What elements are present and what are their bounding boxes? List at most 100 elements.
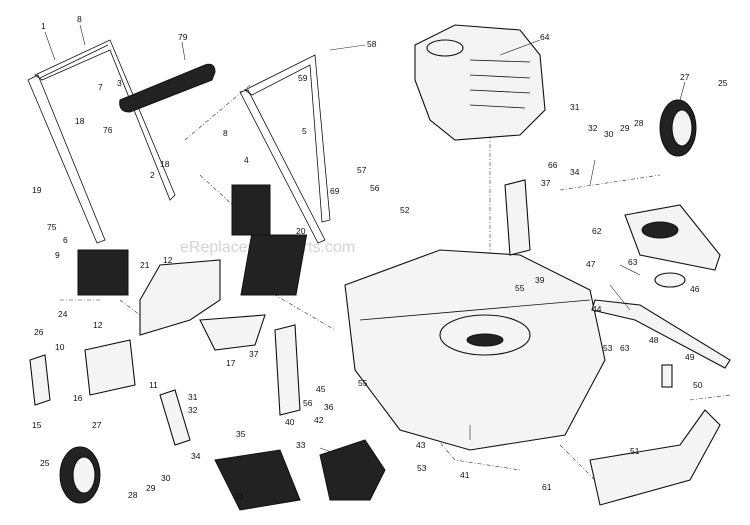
- callout-12: 12: [93, 320, 103, 330]
- callout-41: 41: [460, 470, 470, 480]
- wheels: [59, 99, 697, 504]
- callout-labels: 1 8 7 3 79 58 59 64 27 25 18 76 18 2 19 …: [32, 14, 728, 501]
- callout-30: 30: [604, 129, 614, 139]
- callout-64: 64: [540, 32, 550, 42]
- callout-61: 61: [542, 482, 552, 492]
- callout-5: 5: [302, 126, 307, 136]
- callout-34: 34: [570, 167, 580, 177]
- callout-46: 46: [690, 284, 700, 294]
- callout-49: 49: [685, 352, 695, 362]
- callout-8: 8: [223, 128, 228, 138]
- bracket-32: [159, 389, 191, 446]
- callout-58: 58: [367, 39, 377, 49]
- callout-66: 66: [548, 160, 558, 170]
- bracket-40: [274, 324, 301, 416]
- panels: [77, 184, 308, 296]
- brackets: [29, 179, 531, 446]
- upper-handle-left: [27, 39, 176, 244]
- leader-lines: [44, 24, 686, 456]
- callout-47: 47: [586, 259, 596, 269]
- callout-10: 10: [55, 342, 65, 352]
- callout-11: 11: [149, 380, 158, 390]
- guard-33: [319, 439, 386, 501]
- callout-38: 38: [234, 491, 244, 501]
- callout-44: 44: [592, 304, 602, 314]
- bracket-39: [504, 179, 531, 256]
- callout-55: 55: [358, 378, 368, 388]
- bail-handle: [119, 63, 216, 113]
- callout-8: 8: [77, 14, 82, 24]
- callout-6: 6: [63, 235, 68, 245]
- lower-handle-right: [239, 54, 331, 244]
- callout-37: 37: [541, 178, 551, 188]
- callout-18: 18: [160, 159, 170, 169]
- callout-35: 35: [236, 429, 246, 439]
- discharge-chute-frame: [139, 259, 221, 336]
- callout-31: 31: [570, 102, 580, 112]
- callout-40: 40: [285, 417, 295, 427]
- callout-29: 29: [146, 483, 156, 493]
- callout-63: 63: [628, 257, 638, 267]
- callout-62: 62: [592, 226, 602, 236]
- side-guards: [214, 439, 386, 511]
- panel-4: [231, 184, 271, 236]
- callout-53: 53: [417, 463, 427, 473]
- callout-36: 36: [324, 402, 334, 412]
- callout-69: 69: [330, 186, 340, 196]
- bracket-17: [199, 314, 266, 351]
- callout-25: 25: [718, 78, 728, 88]
- callout-39: 39: [535, 275, 545, 285]
- callout-27: 27: [680, 72, 690, 82]
- callout-45: 45: [316, 384, 326, 394]
- callout-4: 4: [244, 155, 249, 165]
- callout-27: 27: [92, 420, 102, 430]
- callout-59: 59: [298, 73, 308, 83]
- callout-24: 24: [58, 309, 68, 319]
- callout-28: 28: [634, 118, 644, 128]
- callout-34: 34: [191, 451, 201, 461]
- callout-76: 76: [103, 125, 113, 135]
- callout-18: 18: [75, 116, 85, 126]
- guard-38: [214, 449, 301, 511]
- callout-37: 37: [249, 349, 259, 359]
- callout-50: 50: [693, 380, 703, 390]
- callout-21: 21: [140, 260, 150, 270]
- engine: [414, 24, 546, 141]
- callout-33: 33: [296, 440, 306, 450]
- panel-9: [77, 249, 129, 296]
- callout-56: 56: [303, 398, 313, 408]
- callout-25: 25: [40, 458, 50, 468]
- callout-52: 52: [400, 205, 410, 215]
- callout-79: 79: [178, 32, 188, 42]
- callout-3: 3: [117, 78, 122, 88]
- callout-51: 51: [630, 446, 640, 456]
- mower-blade: [591, 272, 731, 388]
- callout-1: 1: [41, 21, 46, 31]
- rear-flap: [589, 409, 721, 506]
- callout-7: 7: [98, 82, 103, 92]
- callout-32: 32: [188, 405, 198, 415]
- callout-32: 32: [588, 123, 598, 133]
- callout-48: 48: [649, 335, 659, 345]
- callout-17: 17: [226, 358, 236, 368]
- callout-56: 56: [370, 183, 380, 193]
- callout-20: 20: [296, 226, 306, 236]
- bracket-15: [29, 354, 51, 406]
- callout-55: 55: [515, 283, 525, 293]
- mower-deck: [344, 249, 606, 451]
- callout-57: 57: [357, 165, 367, 175]
- callout-63: 63: [620, 343, 630, 353]
- panel-20: [240, 234, 308, 296]
- callout-16: 16: [73, 393, 83, 403]
- callout-31: 31: [188, 392, 198, 402]
- callout-12: 12: [163, 255, 173, 265]
- callout-30: 30: [161, 473, 171, 483]
- callout-9: 9: [55, 250, 60, 260]
- callout-26: 26: [34, 327, 44, 337]
- callout-53: 53: [603, 343, 613, 353]
- callout-19: 19: [32, 185, 42, 195]
- callout-42: 42: [314, 415, 324, 425]
- bracket-16: [84, 339, 136, 396]
- callout-43: 43: [416, 440, 426, 450]
